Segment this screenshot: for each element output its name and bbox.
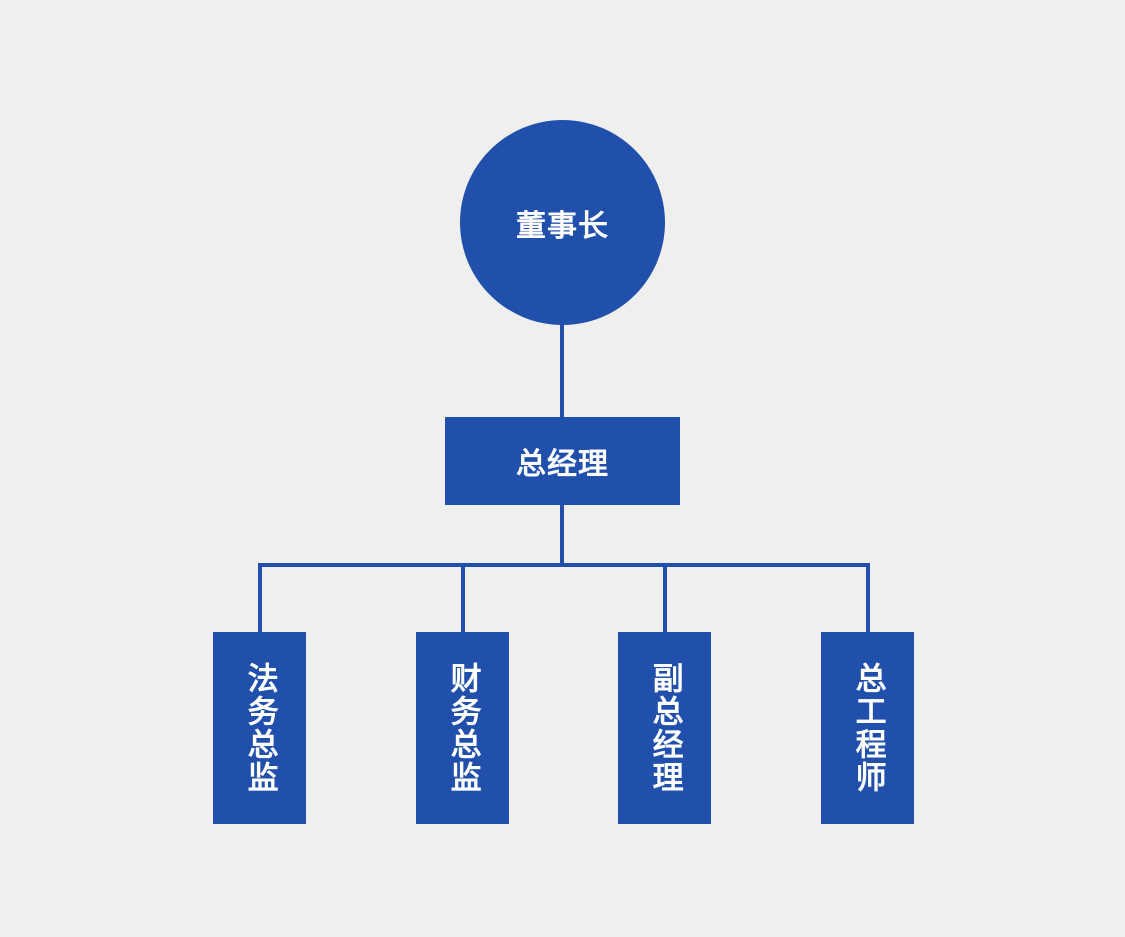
node-deputy-general-manager[interactable]: 副总经理 bbox=[618, 632, 711, 824]
node-legal-director[interactable]: 法务总监 bbox=[213, 632, 306, 824]
node-general-manager[interactable]: 总经理 bbox=[445, 417, 680, 505]
connector-drop-deputy-general-manager bbox=[663, 563, 667, 634]
node-chairman-label: 董事长 bbox=[516, 209, 609, 243]
node-finance-director-label: 财务总监 bbox=[445, 662, 481, 794]
node-general-manager-label: 总经理 bbox=[516, 448, 609, 481]
connector-drop-chief-engineer bbox=[866, 563, 870, 634]
node-finance-director[interactable]: 财务总监 bbox=[416, 632, 509, 824]
node-chief-engineer[interactable]: 总工程师 bbox=[821, 632, 914, 824]
connector-general-manager-stem bbox=[560, 503, 564, 567]
node-deputy-general-manager-label: 副总经理 bbox=[647, 662, 683, 794]
node-legal-director-label: 法务总监 bbox=[242, 662, 278, 794]
node-chairman[interactable]: 董事长 bbox=[460, 120, 665, 325]
connector-chairman-to-general-manager bbox=[560, 322, 564, 420]
connector-horizontal-bus bbox=[258, 563, 870, 567]
connector-drop-finance-director bbox=[461, 563, 465, 634]
node-chief-engineer-label: 总工程师 bbox=[850, 662, 886, 794]
connector-drop-legal-director bbox=[258, 563, 262, 634]
